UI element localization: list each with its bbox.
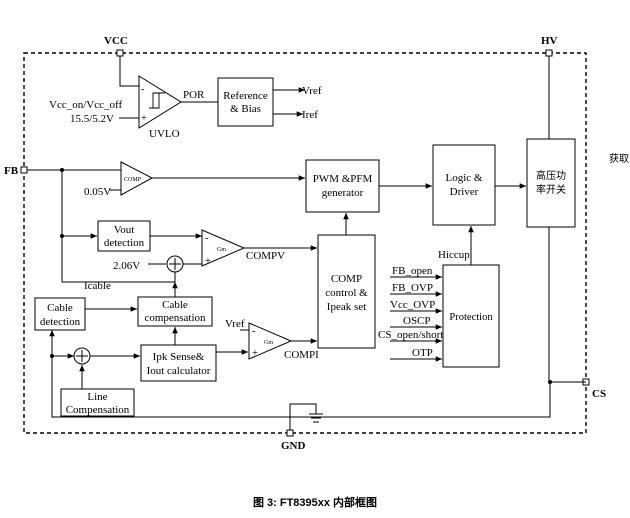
ipk-sense-block: Ipk Sense& Iout calculator [140, 344, 217, 382]
fb-threshold-label: 0.05V [84, 186, 111, 198]
cable-detection-block: Cable detection [34, 297, 86, 331]
pwm-pfm-line2: generator [322, 187, 364, 199]
hiccup-label: Hiccup [438, 249, 470, 261]
comp-control-block: COMP control & Ipeak set [317, 234, 376, 349]
logic-driver-block: Logic & Driver [432, 144, 496, 226]
vout-detection-line1: Vout [114, 224, 135, 236]
compi-gm-label: Gm [264, 340, 273, 346]
icable-label: Icable [84, 280, 111, 292]
reference-bias-line2: & Bias [230, 103, 261, 115]
vcc-threshold-label: 15.5/5.2V [70, 113, 114, 125]
ground-symbol [289, 403, 323, 430]
pin-gnd-label: GND [281, 440, 306, 452]
compi-minus: - [252, 326, 256, 337]
comp-control-line3: Ipeak set [327, 301, 366, 313]
protection-label: Protection [449, 312, 493, 323]
cable-compensation-block: Cable compensation [137, 296, 213, 327]
cable-compensation-line1: Cable [162, 299, 188, 311]
cable-detection-line1: Cable [47, 302, 73, 314]
uvlo-minus: - [141, 84, 145, 95]
pwm-pfm-line1: PWM &PFM [313, 173, 373, 185]
summing-node-vout [166, 255, 184, 273]
cable-compensation-line2: compensation [144, 312, 206, 324]
compi-plus: + [252, 348, 258, 359]
side-label: 获取 [609, 153, 629, 165]
pin-fb-box [20, 166, 28, 174]
protection-input-fb-open-label: FB_open [392, 265, 433, 277]
reference-bias-block: Reference & Bias [217, 77, 274, 127]
uvlo-plus: + [141, 113, 147, 124]
ipk-sense-line1: Ipk Sense& [153, 351, 205, 363]
protection-input-otp-label: OTP [412, 347, 433, 359]
por-label: POR [183, 89, 205, 101]
pin-hv-label: HV [541, 35, 558, 47]
vout-detection-block: Vout detection [97, 220, 151, 252]
vcc-on-off-label: Vcc_on/Vcc_off [49, 99, 122, 111]
protection-input-oscp-label: OSCP [403, 315, 431, 327]
power-switch-line2: 率开关 [536, 183, 566, 196]
protection-input-cs-open-short-label: CS_open/short [378, 329, 443, 341]
pwm-pfm-block: PWM &PFM generator [305, 159, 380, 213]
cable-detection-line2: detection [40, 316, 81, 328]
pin-vcc-label: VCC [104, 35, 128, 47]
fb-comparator-label: COMP [124, 177, 142, 183]
comp-control-line1: COMP [331, 273, 362, 285]
protection-input-fb-ovp-label: FB_OVP [392, 282, 433, 294]
wire-icable [138, 272, 176, 283]
pin-fb: FB [4, 165, 28, 177]
compv-amplifier: Gm - + [201, 229, 246, 267]
comp-control-line2: control & [325, 287, 368, 299]
protection-input-vcc-ovp-label: Vcc_OVP [390, 299, 435, 311]
pin-cs-label: CS [592, 388, 606, 400]
logic-driver-line2: Driver [450, 186, 479, 198]
power-switch-line1: 高压功 [536, 169, 566, 182]
ipk-sense-line2: Iout calculator [147, 365, 211, 377]
logic-driver-line1: Logic & [446, 172, 483, 184]
pin-hv-box [545, 49, 553, 57]
reference-bias-line1: Reference [223, 90, 268, 102]
fb-comparator: COMP [120, 161, 154, 196]
vout-detection-line2: detection [104, 237, 145, 249]
chip-boundary [23, 52, 587, 434]
iref-out-label: Iref [302, 109, 318, 121]
wire-fb-down [61, 170, 138, 283]
vref-in-label: Vref [225, 318, 245, 330]
line-compensation-line1: Line [87, 391, 107, 403]
compi-amplifier: Gm - + [248, 322, 293, 360]
ref-2v06-label: 2.06V [113, 260, 140, 272]
compv-label: COMPV [246, 250, 285, 262]
wire-cs-bus [51, 356, 586, 418]
pin-vcc-box [116, 49, 124, 57]
compv-gm-label: Gm [217, 247, 226, 253]
summing-node-line [73, 347, 91, 365]
uvlo-comparator: - + [138, 75, 182, 129]
compi-label: COMPI [284, 349, 319, 361]
uvlo-label: UVLO [149, 128, 180, 140]
vref-out-label: Vref [302, 85, 322, 97]
compv-plus: + [205, 256, 211, 267]
compv-minus: - [205, 233, 209, 244]
pin-fb-label: FB [4, 165, 19, 177]
power-switch-block: 高压功 率开关 [526, 138, 576, 228]
line-compensation-block: Line Compensation [60, 388, 135, 417]
wire-vcc-uvlo [119, 56, 139, 87]
line-compensation-line2: Compensation [66, 404, 130, 416]
figure-caption: 图 3: FT8395xx 内部框图 [253, 495, 377, 509]
pin-gnd-box [286, 429, 294, 437]
protection-block: Protection [442, 264, 500, 368]
